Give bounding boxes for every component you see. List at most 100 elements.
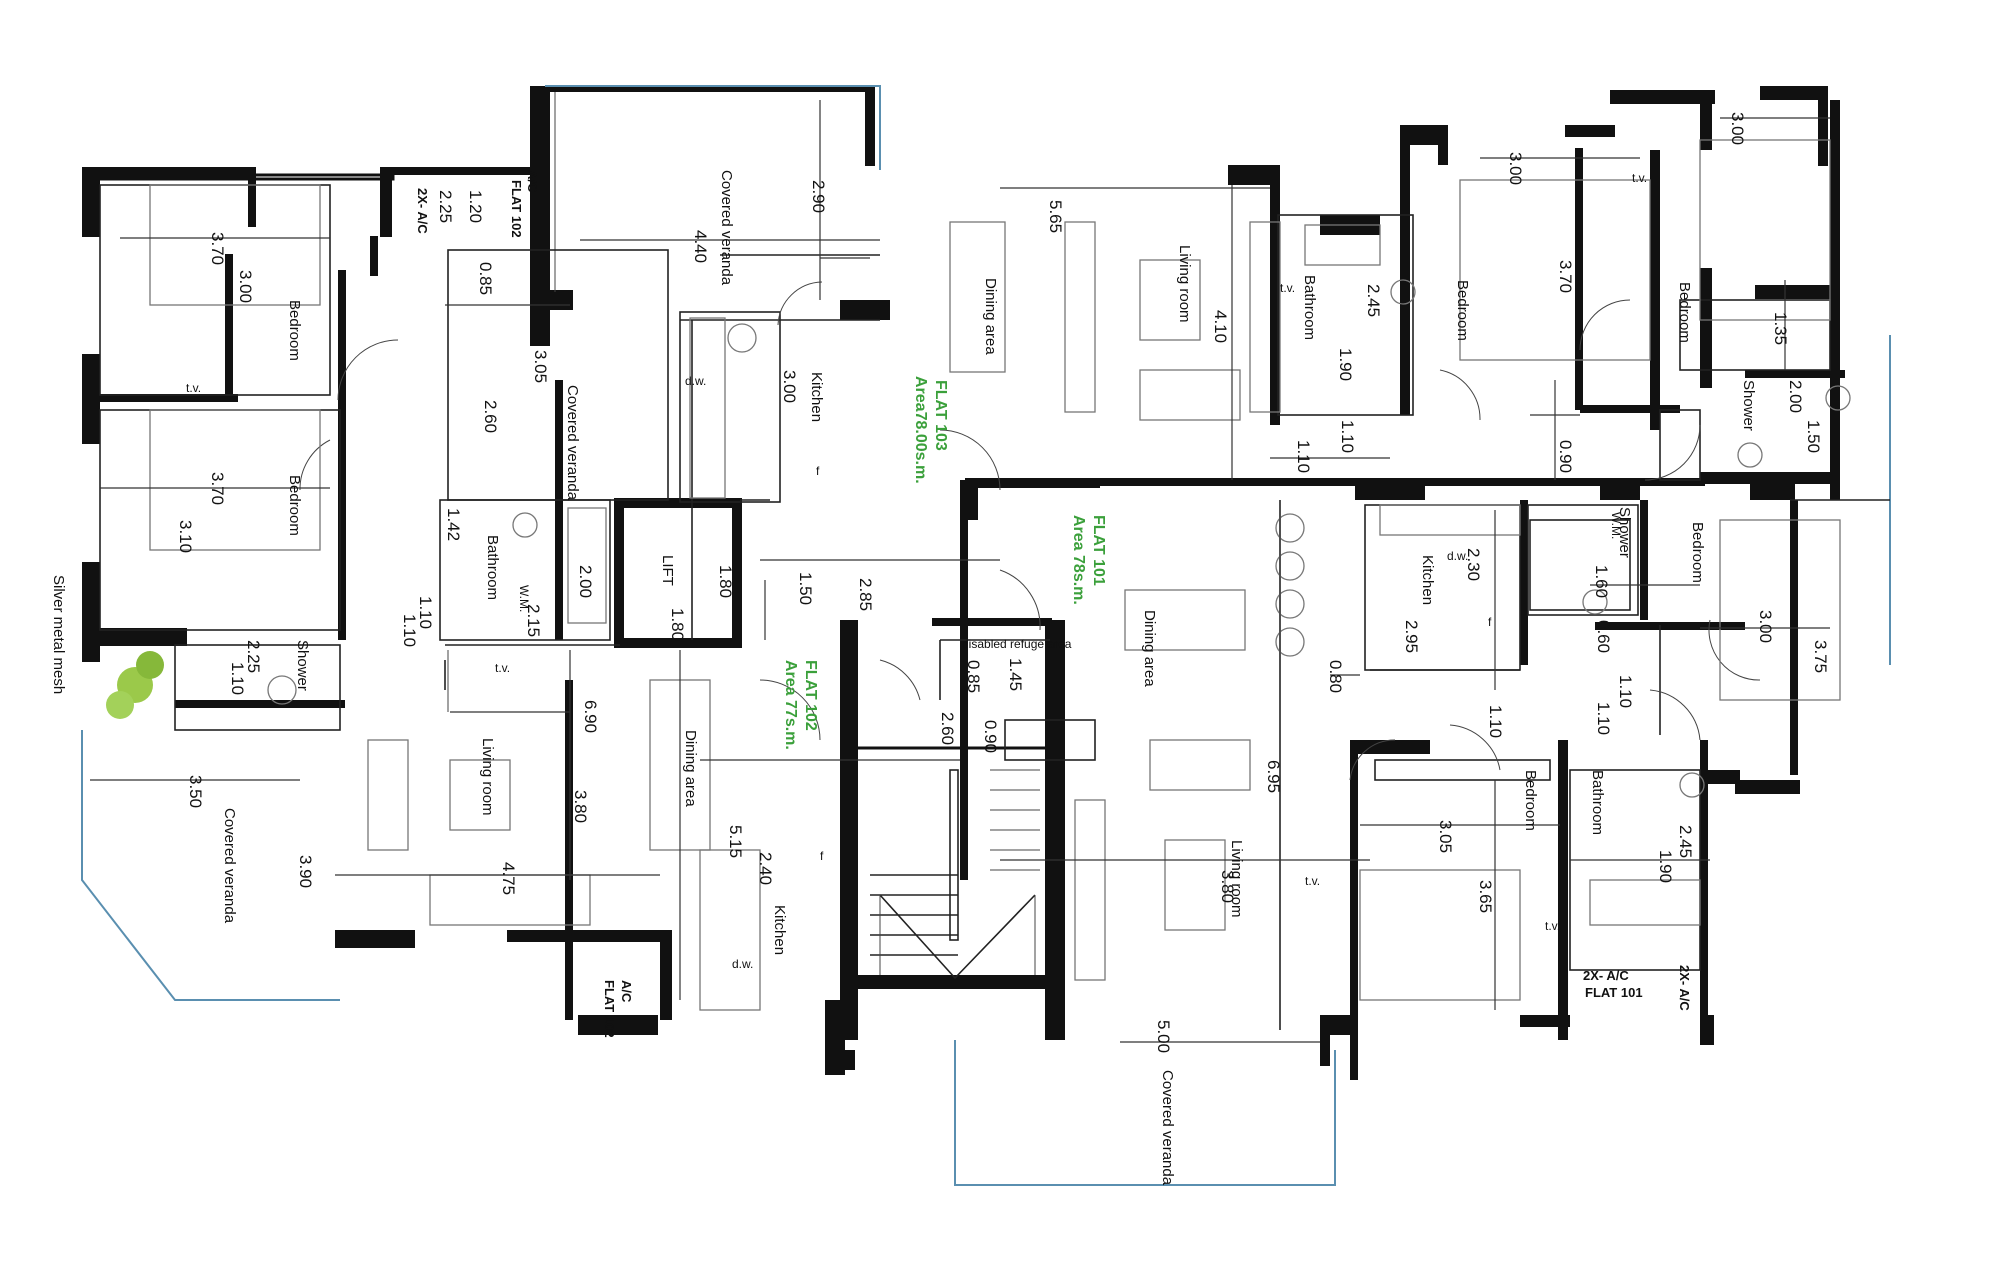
bedroom-label-6: Bedroom xyxy=(1522,770,1539,831)
dim: 1.42 xyxy=(444,508,463,541)
dim: 2.25 xyxy=(436,190,455,223)
verandas xyxy=(81,85,1891,1186)
dim: 3.70 xyxy=(208,232,227,265)
veranda-label-middle: Covered veranda xyxy=(564,385,581,501)
furniture xyxy=(106,139,1851,1011)
shower-label-1: Shower xyxy=(1740,380,1757,431)
tv-tag-2: t.v. xyxy=(186,381,201,395)
flat-101-name: FLAT 101 xyxy=(1090,515,1107,586)
dim: 1.10 xyxy=(1338,420,1357,453)
bedroom-label-4: Bedroom xyxy=(1676,282,1693,343)
dim: 1.50 xyxy=(1804,420,1823,453)
dimension-lines xyxy=(90,100,1830,1043)
dim: 2.90 xyxy=(809,180,828,213)
dim: 1.80 xyxy=(716,565,735,598)
dw-tag-3: d.w. xyxy=(732,957,753,971)
dim: 3.00 xyxy=(1728,112,1747,145)
dim: 3.00 xyxy=(1506,152,1525,185)
dim: 1.20 xyxy=(466,190,485,223)
wm-tag-2: W.M. xyxy=(1609,512,1623,539)
dim: 2.15 xyxy=(524,604,543,637)
dim: 3.80 xyxy=(571,790,590,823)
living-room-label-2: Living room xyxy=(479,738,496,816)
shower-label-2: Shower xyxy=(294,640,311,691)
bathroom-label-3: Bathroom xyxy=(1589,770,1606,835)
dim: 3.70 xyxy=(208,472,227,505)
dim: 0.85 xyxy=(964,660,983,693)
dim: 0.85 xyxy=(476,262,495,295)
living-room-label-1: Living room xyxy=(1176,245,1193,323)
veranda-label-top: Covered veranda xyxy=(718,170,735,286)
dim: 1.10 xyxy=(416,596,435,629)
bedroom-label-2: Bedroom xyxy=(286,475,303,536)
dim: 5.65 xyxy=(1046,200,1065,233)
dim: 1.10 xyxy=(228,662,247,695)
kitchen-label-2: Kitchen xyxy=(1419,555,1436,605)
dim: 2.45 xyxy=(1676,825,1695,858)
dim: 0.90 xyxy=(1556,440,1575,473)
dim: 1.60 xyxy=(1592,565,1611,598)
walls xyxy=(82,86,1845,1080)
ac-top-left: A/C xyxy=(525,170,540,193)
dining-label-3: Dining area xyxy=(682,730,699,807)
wm-tag-1: W.M. xyxy=(517,585,531,612)
dim: 1.90 xyxy=(1656,850,1675,883)
dim: 2.00 xyxy=(576,565,595,598)
tv-tag-6: t.v. xyxy=(1545,919,1560,933)
dimension-values: 3.70 3.00 2.25 1.20 0.85 4.40 2.90 5.65 … xyxy=(176,112,1830,1053)
dining-label-1: Dining area xyxy=(982,278,999,355)
ac-tags: 2X- A/C A/C FLAT 102 A/C FLAT 102 2X- A/… xyxy=(415,170,1692,1038)
interior-lines xyxy=(99,184,1890,1030)
dim: 3.00 xyxy=(780,370,799,403)
fixture-tags: t.v. t.v. t.v. t.v. t.v. t.v. W.M. W.M. … xyxy=(186,171,1647,971)
dim: 2.60 xyxy=(938,712,957,745)
dim: 3.65 xyxy=(1476,880,1495,913)
dim: 1.10 xyxy=(1594,702,1613,735)
dim: 3.75 xyxy=(1811,640,1830,673)
f-tag-3: f xyxy=(820,849,824,863)
kitchen-label-3: Kitchen xyxy=(771,905,788,955)
flat-102-name: FLAT 102 xyxy=(802,660,819,731)
dim: 2.60 xyxy=(481,400,500,433)
bedroom-label-3: Bedroom xyxy=(1454,280,1471,341)
dim: 3.70 xyxy=(1556,260,1575,293)
dim: 0.90 xyxy=(981,720,1000,753)
dim: 3.90 xyxy=(296,855,315,888)
dim: 3.05 xyxy=(531,350,550,383)
dim: 3.10 xyxy=(176,520,195,553)
lift-label: LIFT xyxy=(659,555,676,586)
tv-tag-4: t.v. xyxy=(1305,874,1320,888)
dim: 1.45 xyxy=(1006,658,1025,691)
dim: 1.10 xyxy=(400,614,419,647)
ac-bottom-102: A/C xyxy=(619,980,634,1003)
dim: 1.10 xyxy=(1486,705,1505,738)
dim: 3.80 xyxy=(1218,870,1237,903)
dim: 0.80 xyxy=(1326,660,1345,693)
dw-tag-1: d.w. xyxy=(685,374,706,388)
dim: 1.10 xyxy=(1616,675,1635,708)
dim: 2.95 xyxy=(1402,620,1421,653)
silver-mesh-label: Silver metal mesh xyxy=(50,575,67,694)
dim: 4.75 xyxy=(499,862,518,895)
dim: 1.10 xyxy=(1294,440,1313,473)
dim: 4.40 xyxy=(691,230,710,263)
shower-label-3: Shower xyxy=(1616,507,1633,558)
dining-label-2: Dining area xyxy=(1141,610,1158,687)
flat-101-ac-bottom: FLAT 101 xyxy=(1585,985,1643,1000)
bathroom-label-2: Bathroom xyxy=(484,535,501,600)
veranda-label-bottom: Covered veranda xyxy=(1159,1070,1176,1186)
dim: 4.10 xyxy=(1211,310,1230,343)
dim: 3.05 xyxy=(1436,820,1455,853)
ac-2x-bottom-101: 2X- A/C xyxy=(1583,968,1629,983)
tv-tag-5: t.v. xyxy=(1632,171,1647,185)
f-tag-2: f xyxy=(1488,615,1492,629)
flat-labels: FLAT 103 Area78.00s.m. FLAT 101 Area 78s… xyxy=(782,376,1107,750)
tv-tag-3: t.v. xyxy=(495,661,510,675)
dim: 2.25 xyxy=(244,640,263,673)
living-room-label-3: Living room xyxy=(1228,840,1245,918)
kitchen-label-1: Kitchen xyxy=(808,372,825,422)
dim: 1.50 xyxy=(796,572,815,605)
bedroom-label-1: Bedroom xyxy=(286,300,303,361)
flat-103-area: Area78.00s.m. xyxy=(912,376,929,484)
